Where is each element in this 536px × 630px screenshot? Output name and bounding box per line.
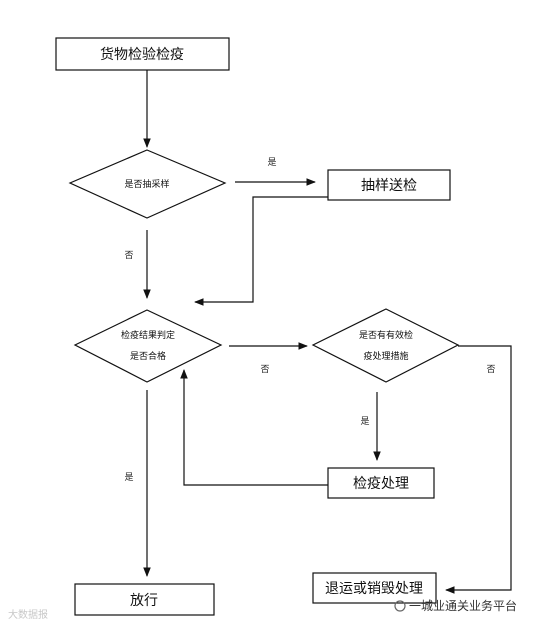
decision-treatment-line1: 是否有有效检 <box>359 329 413 341</box>
node-release: 放行 <box>74 583 215 616</box>
label-no-sampling: 否 <box>124 250 133 261</box>
node-treatment: 检疫处理 <box>327 467 435 499</box>
decision-result-line1: 检疫结果判定 <box>121 329 175 341</box>
node-treatment-label: 检疫处理 <box>353 476 409 492</box>
watermark-brand-text: 一城业通关业务平台 <box>409 598 517 613</box>
brand-logo-icon <box>394 600 406 612</box>
node-return-destroy-label: 退运或销毁处理 <box>325 581 423 597</box>
node-sample-send: 抽样送检 <box>327 169 451 201</box>
node-return-destroy: 退运或销毁处理 <box>312 572 437 604</box>
watermark-brand: 一城业通关业务平台 <box>394 598 517 613</box>
decision-result-line2: 是否合格 <box>130 350 166 362</box>
label-yes-sampling: 是 <box>267 157 276 168</box>
decision-result: 检疫结果判定 是否合格 <box>73 309 223 383</box>
decision-treatment: 是否有有效检 疫处理措施 <box>311 308 460 383</box>
watermark-left-text: 大数据报 <box>8 608 48 621</box>
node-inspection-label: 货物检验检疫 <box>100 46 184 63</box>
node-sample-send-label: 抽样送检 <box>361 178 417 194</box>
label-no-result: 否 <box>260 364 269 375</box>
label-no-treatment: 否 <box>486 364 495 375</box>
edge-sample-return <box>194 196 328 306</box>
label-yes-result: 是 <box>124 472 133 483</box>
decision-treatment-line2: 疫处理措施 <box>363 350 408 362</box>
edge-treatment-no <box>445 345 512 594</box>
decision-sampling: 是否抽采样 <box>68 149 227 219</box>
watermark-left: 大数据报 <box>8 608 48 621</box>
node-inspection: 货物检验检疫 <box>55 37 230 71</box>
edge-treatment-return <box>180 369 328 486</box>
node-release-label: 放行 <box>130 593 158 609</box>
label-yes-treatment: 是 <box>360 416 369 427</box>
decision-sampling-label: 是否抽采样 <box>124 178 169 190</box>
